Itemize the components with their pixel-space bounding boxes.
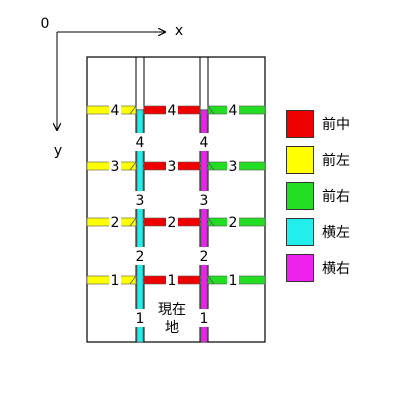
legend-swatch [286, 110, 314, 138]
side-right-lane [200, 109, 208, 343]
row-label: 3 [229, 159, 238, 175]
row-label-bg [227, 158, 239, 174]
row-label: 1 [111, 273, 120, 289]
side-lane-label: 4 [200, 135, 209, 151]
legend-swatch [286, 182, 314, 210]
legend-label: 前右 [322, 189, 350, 205]
row-label: 4 [168, 103, 177, 119]
legend-swatch [286, 254, 314, 282]
side-lane-label: 3 [136, 193, 145, 209]
corner-marker [129, 105, 137, 115]
side-lane-label: 2 [136, 249, 145, 265]
side-lane-label: 3 [200, 193, 209, 209]
side-lane-label: 1 [200, 311, 209, 327]
legend-swatch [286, 218, 314, 246]
row-label-bg [227, 272, 239, 288]
side-lane-label: 1 [136, 311, 145, 327]
row-label: 2 [168, 215, 177, 231]
legend-swatch [286, 146, 314, 174]
corner-marker [207, 217, 215, 227]
corner-marker [129, 217, 137, 227]
row-label-bg [166, 102, 178, 118]
side-label-bg [134, 247, 146, 265]
row-label: 4 [229, 103, 238, 119]
row-label: 4 [111, 103, 120, 119]
row-label-bg [109, 102, 121, 118]
side-label-bg [198, 133, 210, 151]
corner-marker [129, 275, 137, 285]
row-label: 1 [229, 273, 238, 289]
row-label-bg [227, 102, 239, 118]
current-location-line1: 現在 [158, 302, 186, 318]
legend-label: 横左 [322, 225, 350, 241]
current-location-line2: 地 [165, 320, 179, 336]
corner-marker [207, 161, 215, 171]
legend-item-side-left: 横左 [286, 218, 386, 250]
side-label-bg [134, 133, 146, 151]
row-label-bg [109, 214, 121, 230]
row-label: 3 [168, 159, 177, 175]
x-axis-label: x [175, 23, 183, 39]
side-label-bg [198, 191, 210, 209]
legend-item-front-center: 前中 [286, 110, 386, 142]
row-label: 2 [111, 215, 120, 231]
row-label: 3 [111, 159, 120, 175]
side-left-lane [136, 109, 144, 343]
legend-item-side-right: 横右 [286, 254, 386, 286]
y-axis-label: y [54, 143, 62, 159]
side-label-bg [198, 309, 210, 327]
legend-label: 前中 [322, 117, 350, 133]
grid-border [86, 56, 266, 343]
side-lane-label: 4 [136, 135, 145, 151]
origin-label: 0 [41, 16, 50, 32]
legend-item-front-left: 前左 [286, 146, 386, 178]
corner-marker [129, 161, 137, 171]
side-label-bg [198, 247, 210, 265]
row-label-bg [109, 272, 121, 288]
row-label-bg [166, 272, 178, 288]
legend-label: 前左 [322, 153, 350, 169]
corner-marker [207, 275, 215, 285]
row-label-bg [109, 158, 121, 174]
corner-marker [207, 105, 215, 115]
legend-label: 横右 [322, 261, 350, 277]
side-label-bg [134, 309, 146, 327]
row-label-bg [166, 214, 178, 230]
side-lane-label: 2 [200, 249, 209, 265]
row-label-bg [227, 214, 239, 230]
row-label: 1 [168, 273, 177, 289]
row-label-bg [166, 158, 178, 174]
legend-item-front-right: 前右 [286, 182, 386, 214]
side-label-bg [134, 191, 146, 209]
row-label: 2 [229, 215, 238, 231]
